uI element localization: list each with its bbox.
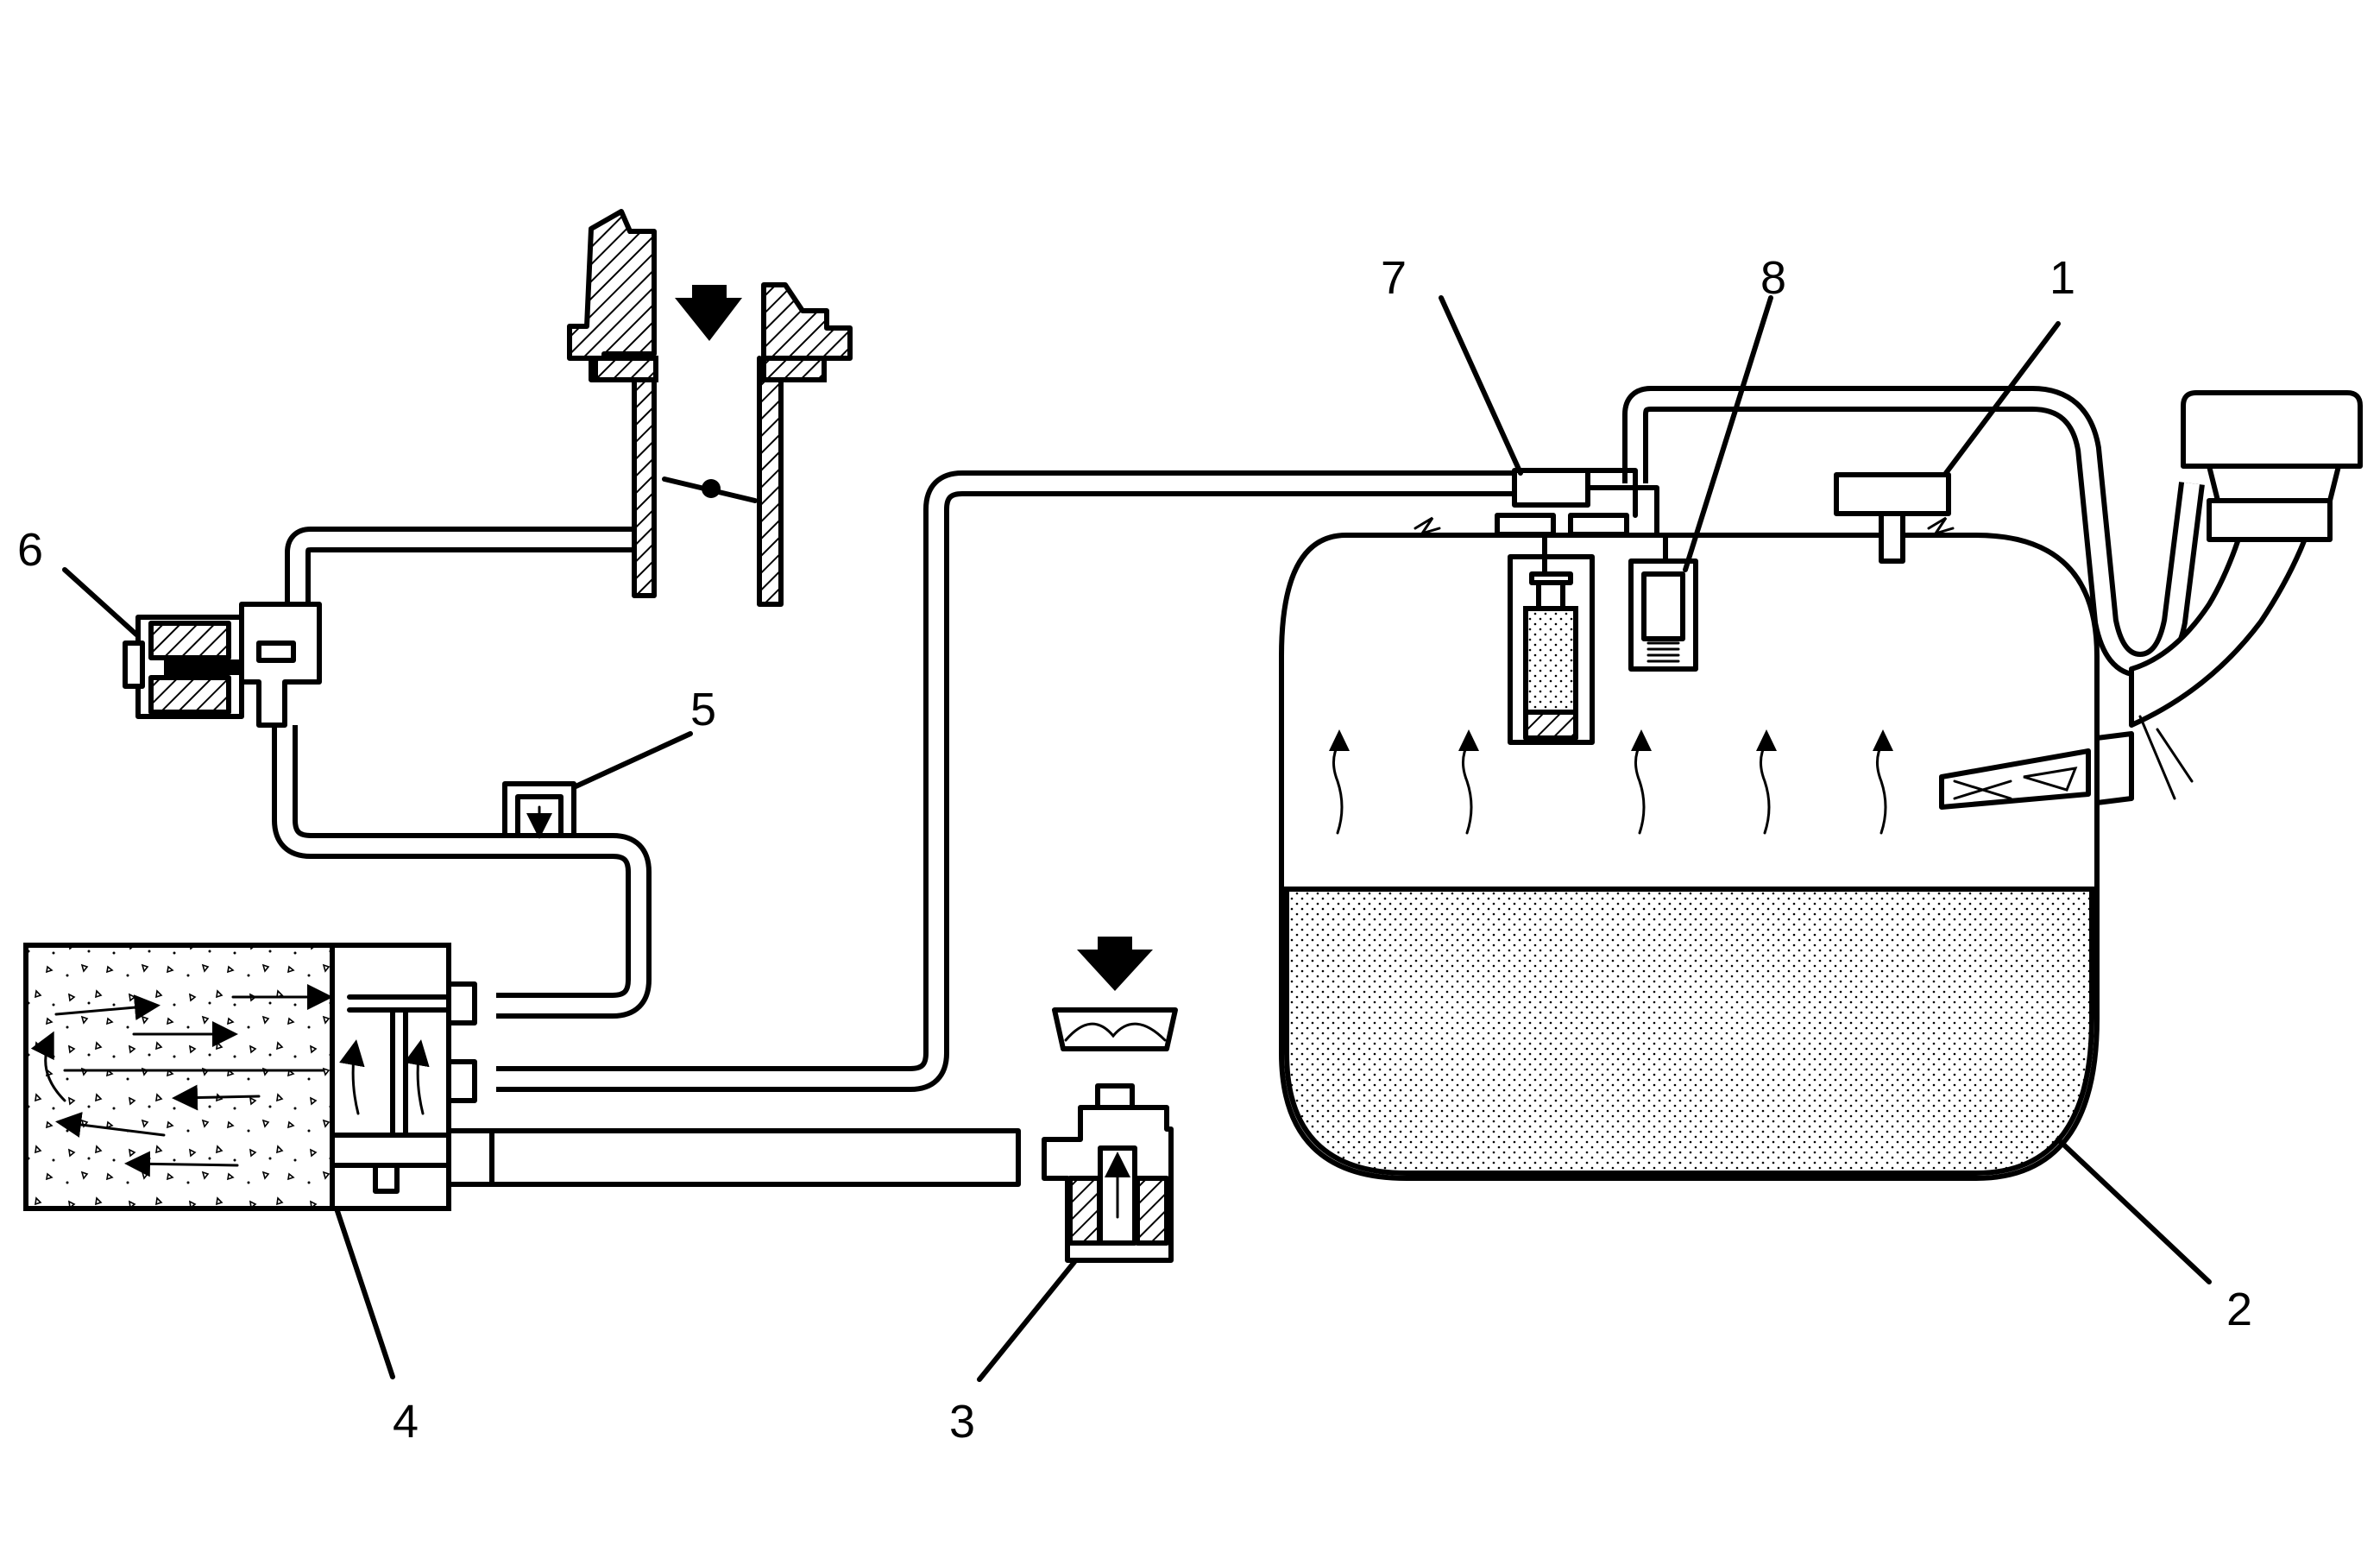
callout-1: 1 [2049,252,2075,304]
callout-6: 6 [17,524,43,576]
hose-throttle-to-purge-valve [285,527,634,613]
fuel-tank [1279,516,2100,1181]
vent-solenoid-valve [1042,937,1178,1263]
leader-lines [62,295,2212,1382]
hose-purge-valve-to-canister [272,725,652,1019]
callout-4: 4 [393,1396,419,1448]
callout-2: 2 [2226,1284,2252,1335]
vapor-valve-7 [1495,468,1659,745]
callout-3: 3 [949,1396,975,1448]
vent-airflow-arrow-icon [1077,937,1153,991]
component-1 [1834,472,1951,564]
callout-5: 5 [690,684,716,735]
fuel-filler-neck [1939,390,2363,810]
vapor-arrows [1329,729,1893,835]
throttle-body [567,209,853,607]
hose-canister-to-tank [496,470,1514,1092]
evap-canister [23,943,494,1211]
purge-solenoid-valve [123,602,322,728]
hose-canister-to-vent-valve [489,1128,1021,1187]
fuel-tank-pressure-sensor-8 [1628,533,1698,672]
callout-8: 8 [1760,252,1786,304]
callout-labels: 1 2 3 4 5 6 7 8 [17,252,2252,1448]
service-port-5 [502,781,576,839]
airflow-arrow-icon [675,285,742,341]
callout-7: 7 [1381,252,1407,304]
